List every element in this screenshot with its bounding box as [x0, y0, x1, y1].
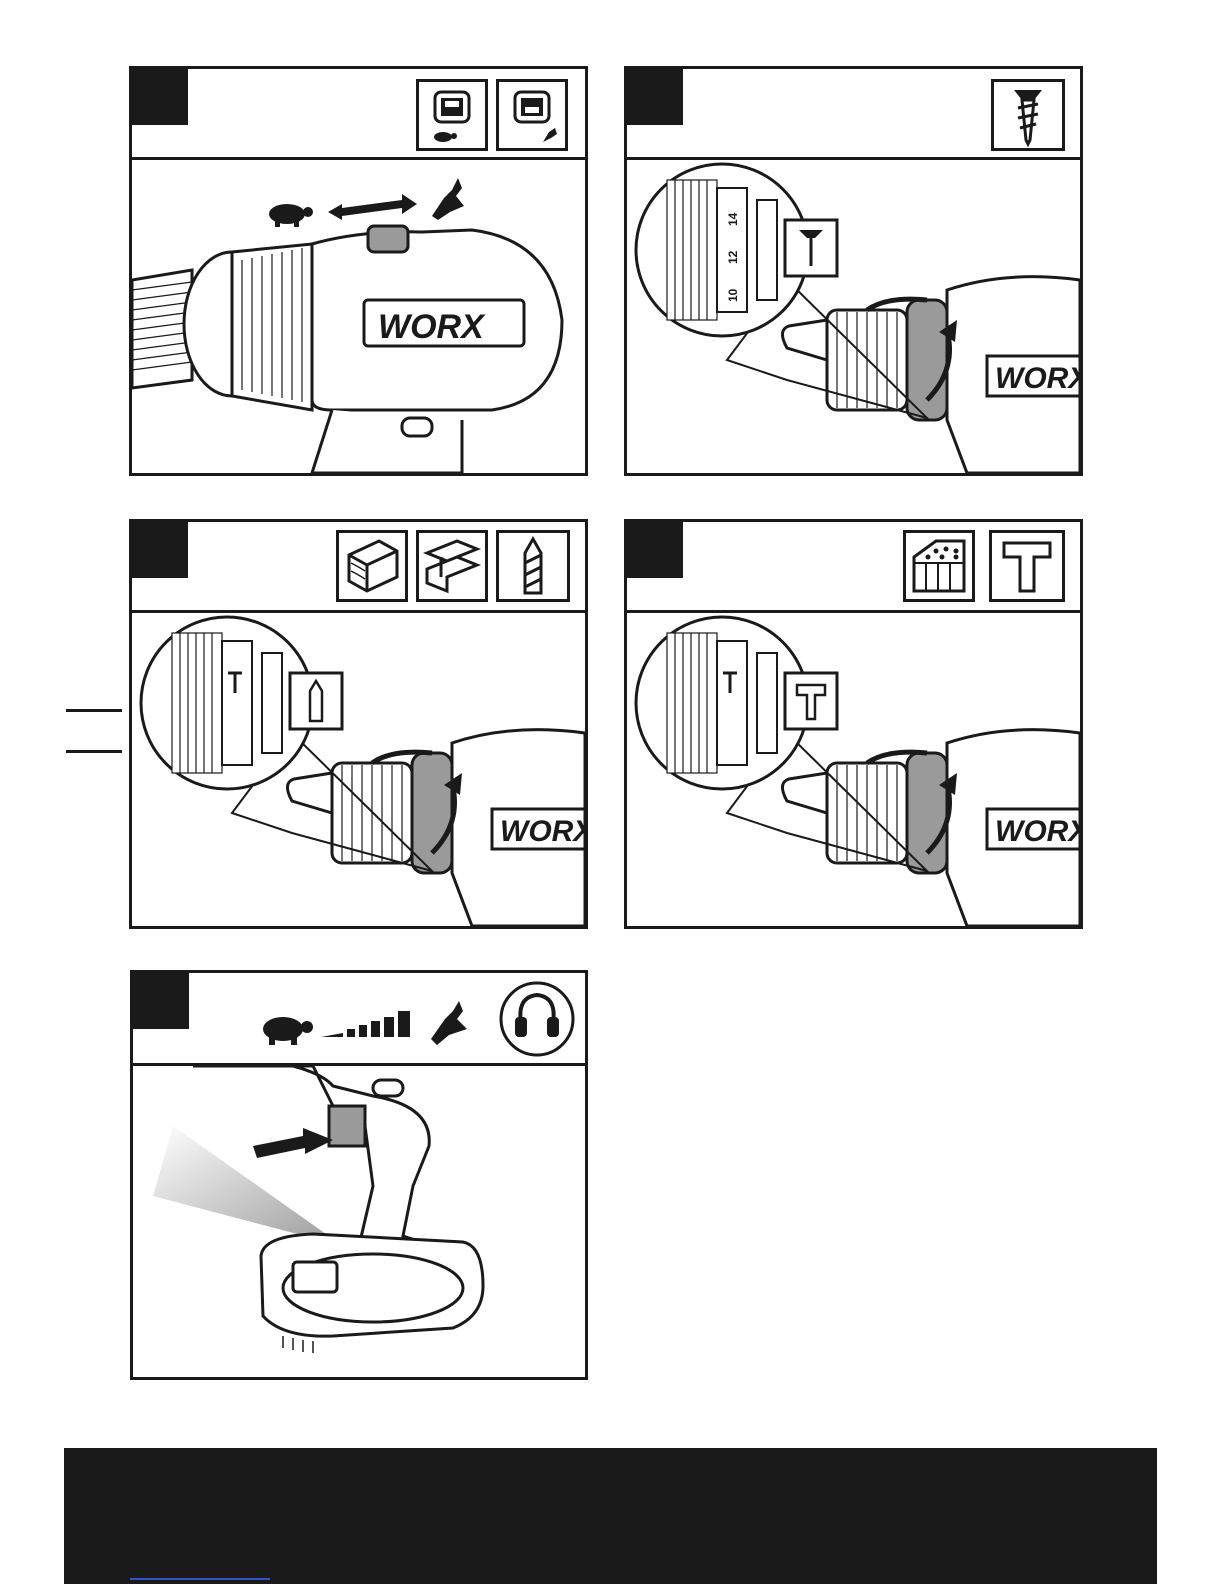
- figure-number-block: [627, 69, 683, 125]
- masonry-icon: [903, 530, 975, 602]
- margin-marker-top: [66, 709, 122, 712]
- speed-scale-graphic: [253, 999, 483, 1049]
- hare-icon: [431, 1001, 467, 1045]
- metal-icon: [416, 530, 488, 602]
- figure-panel-1: WORX: [129, 66, 588, 476]
- torque-setting-14: 14: [726, 212, 740, 226]
- low-speed-switch-icon: [416, 79, 488, 151]
- panel-header: [627, 522, 1080, 613]
- margin-marker-bottom: [66, 750, 122, 753]
- drill-bit-icon: [496, 530, 570, 602]
- figure-panel-3: WORX: [129, 519, 588, 929]
- tortoise-icon: [263, 1017, 313, 1045]
- brand-logo: WORX: [995, 362, 1080, 395]
- figure-panel-5: [130, 970, 588, 1380]
- figure-number-block: [132, 522, 188, 578]
- panel-header: [132, 522, 585, 613]
- panel-illustration: WORX: [132, 613, 585, 926]
- panel-header: [132, 69, 585, 160]
- panel-illustration: WORX 10 12 14: [627, 160, 1080, 473]
- figure-number-block: [132, 69, 188, 125]
- high-speed-switch-icon: [496, 79, 568, 151]
- screw-icon: [991, 79, 1065, 151]
- speed-indicator-graphic: [269, 178, 464, 227]
- wood-icon: [336, 530, 408, 602]
- torque-setting-12: 12: [726, 250, 740, 264]
- hammer-icon: [989, 530, 1065, 602]
- brand-logo: WORX: [995, 815, 1080, 848]
- torque-setting-10: 10: [726, 288, 740, 302]
- footer-bar: [64, 1448, 1157, 1584]
- footer-link-underline[interactable]: [130, 1578, 270, 1580]
- panel-header: [133, 973, 585, 1066]
- panel-illustration: WORX: [132, 160, 585, 473]
- figure-number-block: [133, 973, 189, 1029]
- panel-header: [627, 69, 1080, 160]
- brand-logo: WORX: [500, 815, 585, 848]
- brand-logo: WORX: [378, 308, 486, 346]
- figure-panel-4: WORX: [624, 519, 1083, 929]
- panel-illustration: WORX: [627, 613, 1080, 926]
- panel-illustration: [133, 1066, 585, 1377]
- figure-number-block: [627, 522, 683, 578]
- speed-bars-icon: [321, 1011, 410, 1037]
- ear-protection-icon: [497, 979, 577, 1059]
- figure-panel-2: WORX 10 12 14: [624, 66, 1083, 476]
